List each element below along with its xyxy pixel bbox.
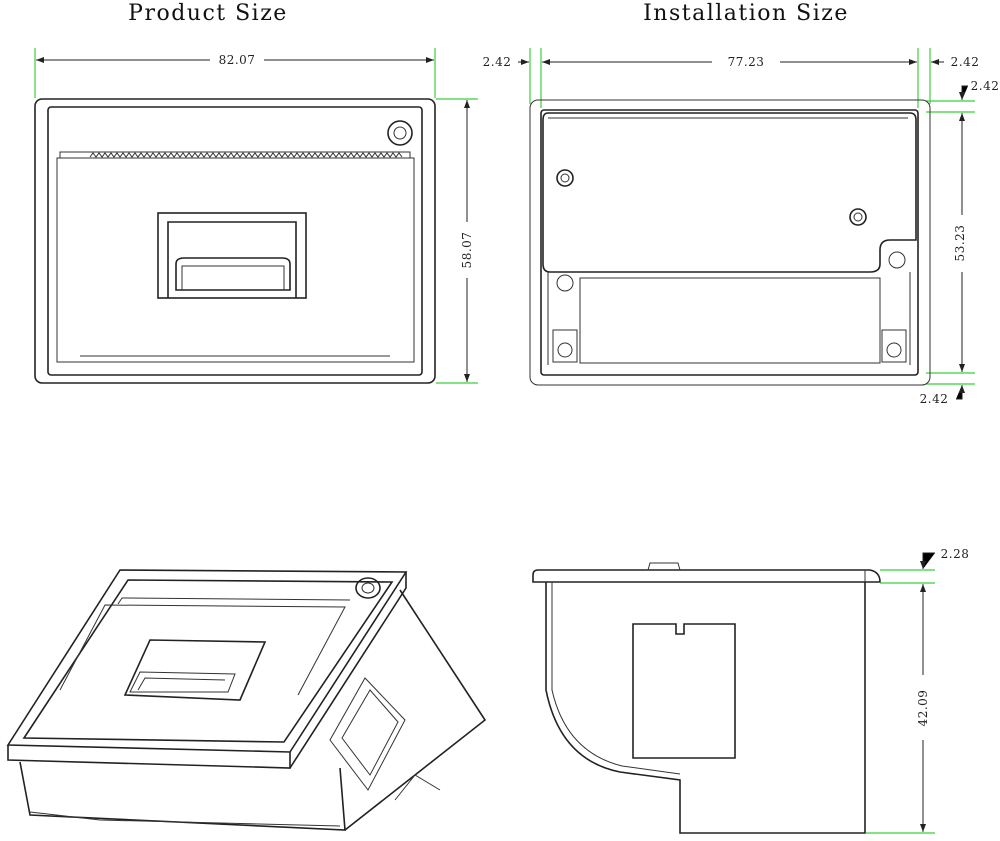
install-left-margin-label: 2.42 bbox=[483, 55, 512, 69]
side-depth-label: 42.09 bbox=[916, 690, 930, 727]
product-width-label: 82.07 bbox=[219, 53, 256, 67]
product-height-label: 58.07 bbox=[460, 232, 474, 269]
install-bottom-margin-label: 2.42 bbox=[920, 392, 949, 406]
product-size-title: Product Size bbox=[128, 1, 288, 26]
installation-view: 2.42 77.23 2.42 2.42 53.23 2.42 bbox=[483, 48, 1000, 406]
isometric-view bbox=[6, 569, 487, 831]
product-front-view: 82.07 58.07 bbox=[34, 48, 478, 384]
knob-icon bbox=[387, 120, 413, 146]
side-flange-label: 2.28 bbox=[941, 547, 970, 561]
install-height-label: 53.23 bbox=[953, 225, 967, 262]
install-right-margin-label: 2.42 bbox=[951, 55, 980, 69]
install-width-label: 77.23 bbox=[728, 55, 765, 69]
installation-size-title: Installation Size bbox=[643, 1, 849, 26]
install-top-margin-label: 2.42 bbox=[971, 79, 1000, 93]
side-view: 2.28 42.09 bbox=[532, 547, 970, 834]
